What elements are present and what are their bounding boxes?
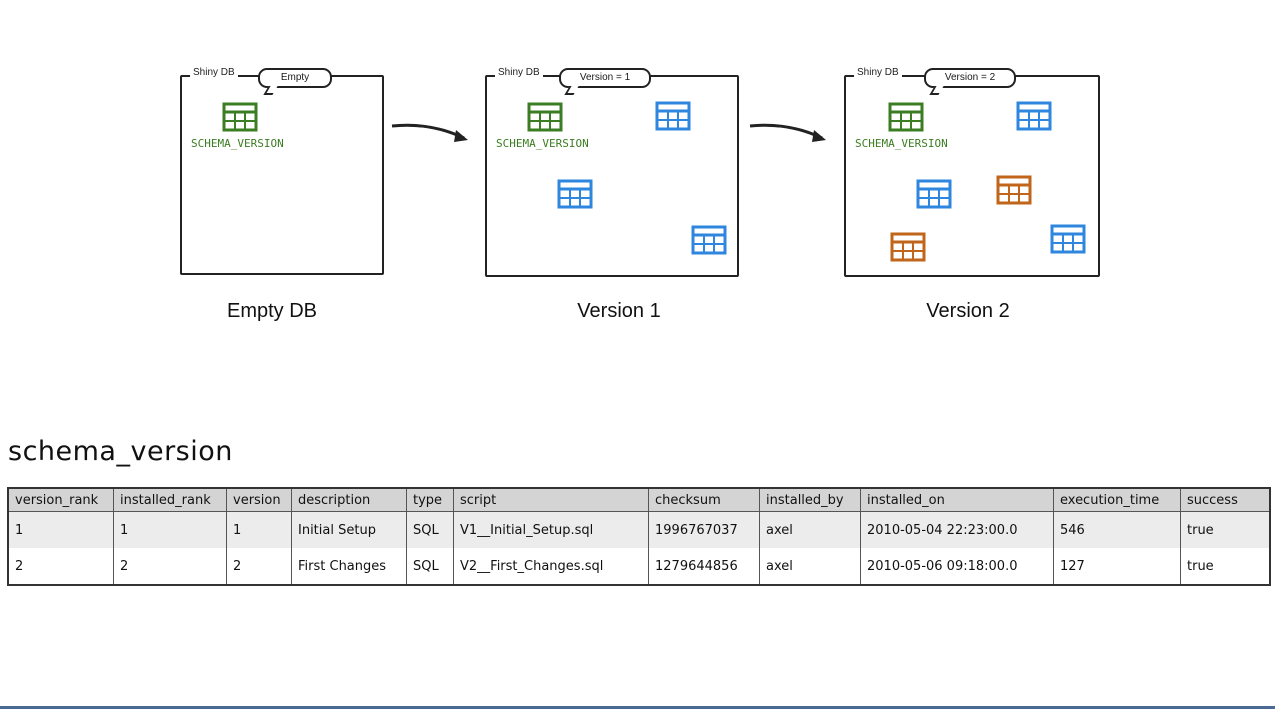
table-icon	[890, 232, 926, 262]
section-title: schema_version	[8, 436, 233, 467]
table-icon	[691, 225, 727, 255]
column-header: success	[1180, 488, 1270, 512]
table-icon	[527, 102, 563, 132]
version-bubble: Empty	[258, 68, 332, 88]
db-box-label: Shiny DB	[854, 67, 902, 78]
column-header: version_rank	[7, 488, 114, 512]
column-header: installed_on	[860, 488, 1054, 512]
table-cell: SQL	[406, 511, 454, 548]
table-icon	[655, 101, 691, 131]
table-cell: V1__Initial_Setup.sql	[453, 511, 649, 548]
table-icon	[888, 102, 924, 132]
version-bubble: Version = 2	[924, 68, 1016, 88]
column-header: checksum	[648, 488, 760, 512]
table-cell: true	[1180, 548, 1270, 585]
table-icon	[996, 175, 1032, 205]
column-header: type	[406, 488, 454, 512]
footer-divider	[0, 706, 1275, 709]
table-cell: SQL	[406, 548, 454, 585]
column-header: installed_by	[759, 488, 861, 512]
db-box-label: Shiny DB	[190, 67, 238, 78]
stage-caption-version-1: Version 1	[577, 300, 661, 322]
table-cell: Initial Setup	[291, 511, 407, 548]
table-cell: 1	[7, 511, 114, 548]
table-header-row: version_rank installed_rank version desc…	[7, 488, 1270, 512]
table-icon	[916, 179, 952, 209]
stage-caption-empty: Empty DB	[226, 300, 318, 322]
migration-diagram: Shiny DB Empty SCHEMA_VERSION Shiny DB V…	[0, 0, 1275, 340]
schema-table-caption: SCHEMA_VERSION	[855, 137, 948, 150]
table-cell: 546	[1053, 511, 1181, 548]
table-cell: 2	[7, 548, 114, 585]
db-box-version-2: Shiny DB Version = 2 SCHEMA_VERSION	[844, 67, 1100, 277]
schema-table-caption: SCHEMA_VERSION	[191, 137, 284, 150]
table-cell: 2	[226, 548, 292, 585]
column-header: version	[226, 488, 292, 512]
table-cell: First Changes	[291, 548, 407, 585]
column-header: installed_rank	[113, 488, 227, 512]
table-cell: 1996767037	[648, 511, 760, 548]
table-icon	[222, 102, 258, 132]
table-cell: true	[1180, 511, 1270, 548]
table-icon	[1050, 224, 1086, 254]
db-box-version-1: Shiny DB Version = 1 SCHEMA_VERSION	[485, 67, 739, 277]
table-cell: 2010-05-04 22:23:00.0	[860, 511, 1054, 548]
table-row: 2 2 2 First Changes SQL V2__First_Change…	[7, 548, 1270, 585]
table-cell: axel	[759, 511, 861, 548]
table-cell: V2__First_Changes.sql	[453, 548, 649, 585]
table-cell: 2010-05-06 09:18:00.0	[860, 548, 1054, 585]
column-header: description	[291, 488, 407, 512]
db-box-label: Shiny DB	[495, 67, 543, 78]
table-cell: 127	[1053, 548, 1181, 585]
schema-table-caption: SCHEMA_VERSION	[496, 137, 589, 150]
table-icon	[557, 179, 593, 209]
column-header: script	[453, 488, 649, 512]
table-cell: 1279644856	[648, 548, 760, 585]
db-box-empty: Shiny DB Empty SCHEMA_VERSION	[180, 67, 384, 275]
version-bubble: Version = 1	[559, 68, 651, 88]
table-cell: 1	[113, 511, 227, 548]
table-cell: 1	[226, 511, 292, 548]
column-header: execution_time	[1053, 488, 1181, 512]
table-cell: axel	[759, 548, 861, 585]
table-cell: 2	[113, 548, 227, 585]
table-row: 1 1 1 Initial Setup SQL V1__Initial_Setu…	[7, 511, 1270, 548]
arrow-right-icon	[749, 123, 826, 142]
stage-caption-version-2: Version 2	[926, 300, 1010, 322]
schema-version-table: version_rank installed_rank version desc…	[7, 487, 1271, 586]
table-icon	[1016, 101, 1052, 131]
arrow-right-icon	[391, 123, 468, 142]
